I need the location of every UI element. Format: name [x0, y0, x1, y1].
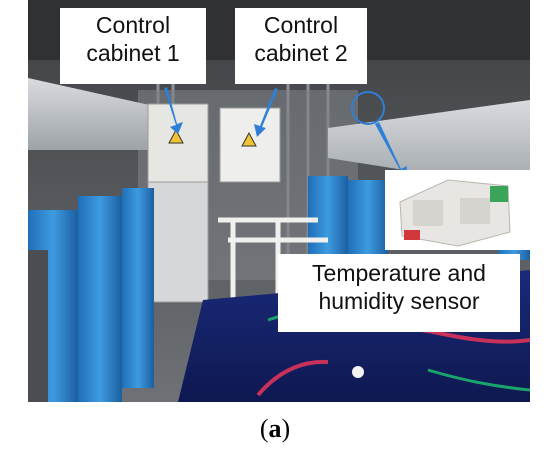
callout-arrows [164, 87, 407, 182]
sensor-label: Temperature and humidity sensor [278, 254, 520, 332]
left-battery-racks [28, 188, 154, 402]
caption-close-paren: ) [281, 414, 291, 443]
label-line: Temperature and [312, 260, 486, 286]
caption-open-paren: ( [259, 414, 269, 443]
figure-caption: (a) [0, 414, 550, 444]
sensor-device [399, 179, 511, 247]
warning-sign-icon [168, 128, 184, 144]
label-line: cabinet 2 [254, 39, 348, 66]
warning-sign-icon [241, 131, 257, 147]
label-line: humidity sensor [318, 287, 480, 314]
label-line: Control [263, 12, 339, 38]
label-line: Control [95, 12, 171, 38]
label-line: cabinet 1 [86, 39, 180, 66]
sensor-highlight-circle [351, 91, 385, 125]
cabinet-1-label: Control cabinet 1 [60, 8, 206, 84]
cabinet-2-label: Control cabinet 2 [235, 8, 367, 84]
caption-letter: a [268, 414, 282, 443]
